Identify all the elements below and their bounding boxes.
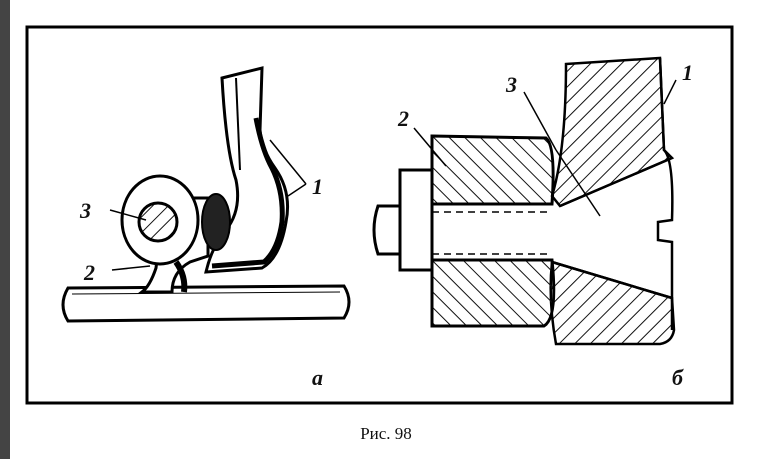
panel-a-sublabel: а	[312, 365, 323, 390]
boss-side	[201, 193, 231, 251]
nut-part-2-lower	[430, 258, 556, 328]
bolt-shank-part-3	[398, 168, 434, 272]
figure-frame	[25, 25, 734, 405]
housing-part-1-lower	[549, 260, 676, 346]
panel-b-label-3: 3	[505, 72, 517, 97]
panel-b-leaders	[413, 79, 677, 217]
panel-a-label-3: 3	[79, 198, 91, 223]
panel-b-label-2: 2	[397, 106, 409, 131]
panel-a-leaders	[109, 139, 307, 271]
pin-part-3	[137, 201, 179, 243]
rod	[61, 284, 351, 323]
panel-b-drawing	[372, 56, 676, 346]
scan-margin	[0, 0, 10, 459]
panel-b-sublabel: б	[672, 365, 684, 390]
nut-part-2-upper	[430, 134, 555, 206]
bolt-end	[372, 204, 402, 256]
figure-caption: Рис. 98	[360, 424, 412, 443]
panel-a-drawing	[61, 66, 351, 323]
panel-a-label-1: 1	[312, 174, 323, 199]
panel-b-label-1: 1	[682, 60, 693, 85]
arm-part-1	[204, 66, 290, 274]
panel-a-label-2: 2	[83, 260, 95, 285]
